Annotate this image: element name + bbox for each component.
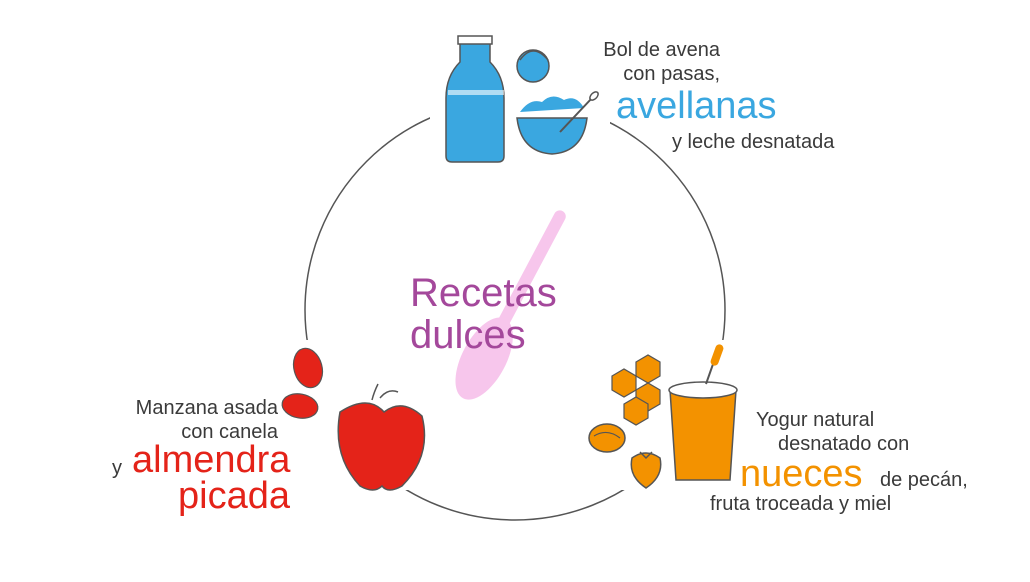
recipe-nueces-highlight: nueces [740,453,863,495]
recipe-nueces-line1: Yogur natural [756,409,875,431]
strawberry-icon [630,451,662,489]
recipe-almendra-highlight: almendra [132,439,291,481]
center-title-line1: Recetas [410,271,557,315]
hazelnut-icon [516,49,550,83]
recipe-avellanas-line2: con pasas, [623,63,720,85]
recipe-nueces-tail: fruta troceada y miel [710,493,892,515]
center-title-line2: dulces [410,313,526,357]
recipe-almendra-prefix: y [112,457,122,479]
center-title: Recetas dulces [410,272,630,356]
recipe-almendra-highlight2: picada [178,475,290,517]
recipe-almendra-line1: Manzana asada [135,397,278,419]
cereal-bowl-icon [516,91,599,155]
apple-icon [337,383,426,491]
recipe-avellanas-highlight: avellanas [616,85,777,127]
recipe-avellanas-tail: y leche desnatada [672,131,835,153]
recipe-nueces-line2: desnatado con [778,433,910,455]
recipe-almendra-line2: con canela [181,421,278,443]
recipe-nueces-after: de pecán, [880,469,968,491]
honeycomb-icon [611,354,661,426]
recipe-avellanas-line1: Bol de avena [603,39,720,61]
almonds-icon [281,347,324,419]
yogurt-cup-icon [668,344,738,481]
milk-bottle-icon [445,35,505,163]
pecan-icon [588,423,626,453]
spoon-icon [455,210,566,400]
